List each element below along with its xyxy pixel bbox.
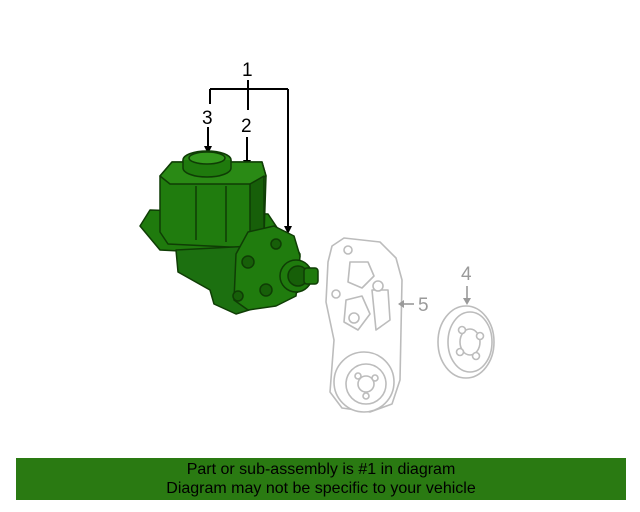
pump-pulley — [437, 305, 495, 379]
callout-4: 4 — [461, 264, 472, 285]
pump-bracket — [325, 237, 403, 413]
pump-shaft — [303, 267, 319, 285]
callout-2: 2 — [241, 116, 252, 137]
parts-diagram: 1 3 2 — [139, 60, 495, 413]
info-banner: Part or sub-assembly is #1 in diagram Di… — [16, 458, 626, 500]
power-steering-pump-assembly — [139, 150, 319, 315]
banner-line-2: Diagram may not be specific to your vehi… — [166, 480, 476, 497]
banner-line-1: Part or sub-assembly is #1 in diagram — [186, 461, 456, 478]
callout-leaders — [207, 80, 289, 228]
callout-3: 3 — [202, 108, 213, 129]
callout-5: 5 — [418, 295, 429, 316]
callout-1: 1 — [242, 60, 253, 81]
ghost-leaders — [404, 286, 468, 305]
